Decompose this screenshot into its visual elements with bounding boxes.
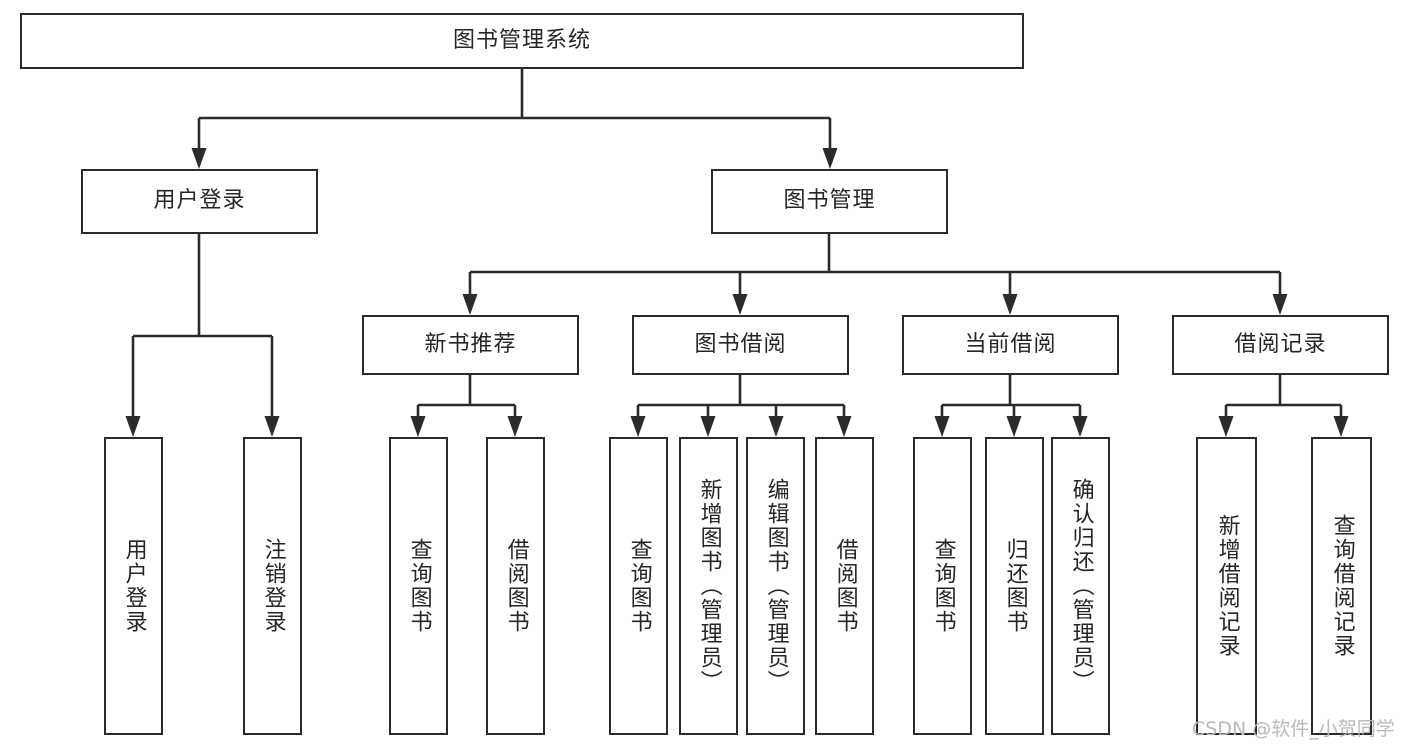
node-leaf-10-label: 确认归还（管理员） <box>1068 478 1094 694</box>
node-level3-2-label: 当前借阅 <box>964 331 1057 357</box>
user-login-to-leaves-arrow-0 <box>125 416 141 437</box>
root-to-level2-arrow-0 <box>191 148 207 169</box>
node-level3-3[interactable]: 借阅记录 <box>1172 315 1389 375</box>
user-login-to-leaves-arrow-1 <box>264 416 280 437</box>
node-leaf-11-label: 新增借阅记录 <box>1214 514 1240 658</box>
current-borrow-to-leaves-arrow-1 <box>1006 416 1022 437</box>
node-leaf-4[interactable]: 查询图书 <box>609 437 668 735</box>
node-leaf-2-label: 查询图书 <box>406 538 432 634</box>
node-leaf-3[interactable]: 借阅图书 <box>486 437 545 735</box>
node-leaf-6[interactable]: 编辑图书（管理员） <box>746 437 805 735</box>
borrow-record-to-leaves-arrow-0 <box>1218 416 1234 437</box>
node-leaf-2[interactable]: 查询图书 <box>389 437 448 735</box>
node-level2-0[interactable]: 用户登录 <box>81 169 318 234</box>
node-leaf-1-label: 注销登录 <box>260 538 286 634</box>
node-leaf-9-label: 归还图书 <box>1002 538 1028 634</box>
node-level3-1-label: 图书借阅 <box>694 331 787 357</box>
node-leaf-10[interactable]: 确认归还（管理员） <box>1051 437 1110 735</box>
node-level2-1-label: 图书管理 <box>783 188 876 214</box>
node-leaf-11[interactable]: 新增借阅记录 <box>1196 437 1257 735</box>
book-management-to-level3-arrow-0 <box>462 294 478 315</box>
node-leaf-7[interactable]: 借阅图书 <box>815 437 874 735</box>
node-level3-1[interactable]: 图书借阅 <box>632 315 849 375</box>
node-leaf-5-label: 新增图书（管理员） <box>696 478 722 694</box>
book-management-to-level3-arrow-2 <box>1002 294 1018 315</box>
node-leaf-7-label: 借阅图书 <box>832 538 858 634</box>
borrow-record-to-leaves-arrow-1 <box>1333 416 1349 437</box>
node-root[interactable]: 图书管理系统 <box>20 13 1024 69</box>
node-level3-3-label: 借阅记录 <box>1234 331 1327 357</box>
node-leaf-3-label: 借阅图书 <box>503 538 529 634</box>
book-borrow-to-leaves-arrow-3 <box>836 416 852 437</box>
node-leaf-6-label: 编辑图书（管理员） <box>763 478 789 694</box>
node-level2-0-label: 用户登录 <box>153 188 246 214</box>
book-management-to-level3-arrow-3 <box>1272 294 1288 315</box>
node-leaf-0-label: 用户登录 <box>121 538 147 634</box>
new-book-recommend-to-leaves-arrow-1 <box>507 416 523 437</box>
node-leaf-9[interactable]: 归还图书 <box>985 437 1044 735</box>
node-level2-1[interactable]: 图书管理 <box>711 169 948 234</box>
node-level3-0[interactable]: 新书推荐 <box>362 315 579 375</box>
new-book-recommend-to-leaves-arrow-0 <box>410 416 426 437</box>
node-leaf-4-label: 查询图书 <box>626 538 652 634</box>
node-leaf-1[interactable]: 注销登录 <box>243 437 302 735</box>
current-borrow-to-leaves-arrow-0 <box>934 416 950 437</box>
node-level3-2[interactable]: 当前借阅 <box>902 315 1119 375</box>
node-leaf-8[interactable]: 查询图书 <box>913 437 972 735</box>
book-borrow-to-leaves-arrow-1 <box>700 416 716 437</box>
node-leaf-0[interactable]: 用户登录 <box>104 437 163 735</box>
current-borrow-to-leaves-arrow-2 <box>1072 416 1088 437</box>
node-leaf-8-label: 查询图书 <box>930 538 956 634</box>
node-level3-0-label: 新书推荐 <box>424 331 517 357</box>
node-root-label: 图书管理系统 <box>452 27 591 53</box>
book-management-to-level3-arrow-1 <box>732 294 748 315</box>
book-borrow-to-leaves-arrow-0 <box>630 416 646 437</box>
watermark: CSDN @软件_小贺同学 <box>1192 718 1395 740</box>
node-leaf-12-label: 查询借阅记录 <box>1329 514 1355 658</box>
book-borrow-to-leaves-arrow-2 <box>768 416 784 437</box>
node-leaf-5[interactable]: 新增图书（管理员） <box>679 437 738 735</box>
node-leaf-12[interactable]: 查询借阅记录 <box>1311 437 1372 735</box>
root-to-level2-arrow-1 <box>822 148 838 169</box>
